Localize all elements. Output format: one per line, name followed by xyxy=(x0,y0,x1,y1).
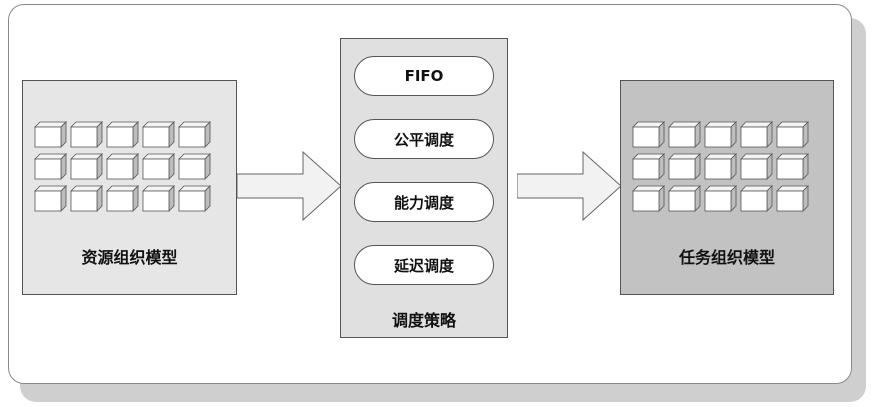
task-block xyxy=(632,185,665,212)
task-block xyxy=(704,185,737,212)
arrow-right-icon xyxy=(237,150,342,222)
resource-block-row xyxy=(34,121,219,148)
task-block-grid xyxy=(632,121,817,217)
task-block xyxy=(776,153,809,180)
resource-block-row xyxy=(34,153,219,180)
task-block-row xyxy=(632,121,817,148)
resource-block xyxy=(106,121,139,148)
task-model-label: 任务组织模型 xyxy=(678,248,775,267)
task-block xyxy=(740,185,773,212)
resource-block xyxy=(142,121,175,148)
task-block xyxy=(740,153,773,180)
resource-block xyxy=(34,153,67,180)
task-block xyxy=(776,185,809,212)
strategy-item-delay: 延迟调度 xyxy=(354,245,494,285)
task-block-row xyxy=(632,153,817,180)
task-block xyxy=(776,121,809,148)
arrow-right-icon xyxy=(517,150,622,222)
strategy-item-capacity: 能力调度 xyxy=(354,182,494,222)
resource-block-grid xyxy=(34,121,219,217)
task-block xyxy=(704,153,737,180)
task-block xyxy=(668,153,701,180)
resource-block xyxy=(106,185,139,212)
strategy-panel-label: 调度策略 xyxy=(391,311,456,330)
task-block xyxy=(704,121,737,148)
resource-block xyxy=(34,121,67,148)
task-model-panel: 任务组织模型 xyxy=(620,80,834,295)
strategy-panel: FIFO 公平调度 能力调度 延迟调度 调度策略 xyxy=(340,38,508,338)
resource-block xyxy=(142,153,175,180)
resource-block xyxy=(142,185,175,212)
task-block xyxy=(740,121,773,148)
strategy-item-fair: 公平调度 xyxy=(354,119,494,159)
resource-block xyxy=(70,185,103,212)
task-block xyxy=(668,121,701,148)
resource-block xyxy=(106,153,139,180)
task-block-row xyxy=(632,185,817,212)
resource-block xyxy=(34,185,67,212)
resource-block xyxy=(70,121,103,148)
task-block xyxy=(632,153,665,180)
resource-block xyxy=(178,121,211,148)
resource-model-label: 资源组织模型 xyxy=(81,248,178,267)
resource-block xyxy=(178,153,211,180)
task-block xyxy=(632,121,665,148)
strategy-item-fifo: FIFO xyxy=(354,56,494,96)
resource-model-panel: 资源组织模型 xyxy=(22,80,237,295)
resource-block xyxy=(70,153,103,180)
resource-block-row xyxy=(34,185,219,212)
task-block xyxy=(668,185,701,212)
resource-block xyxy=(178,185,211,212)
